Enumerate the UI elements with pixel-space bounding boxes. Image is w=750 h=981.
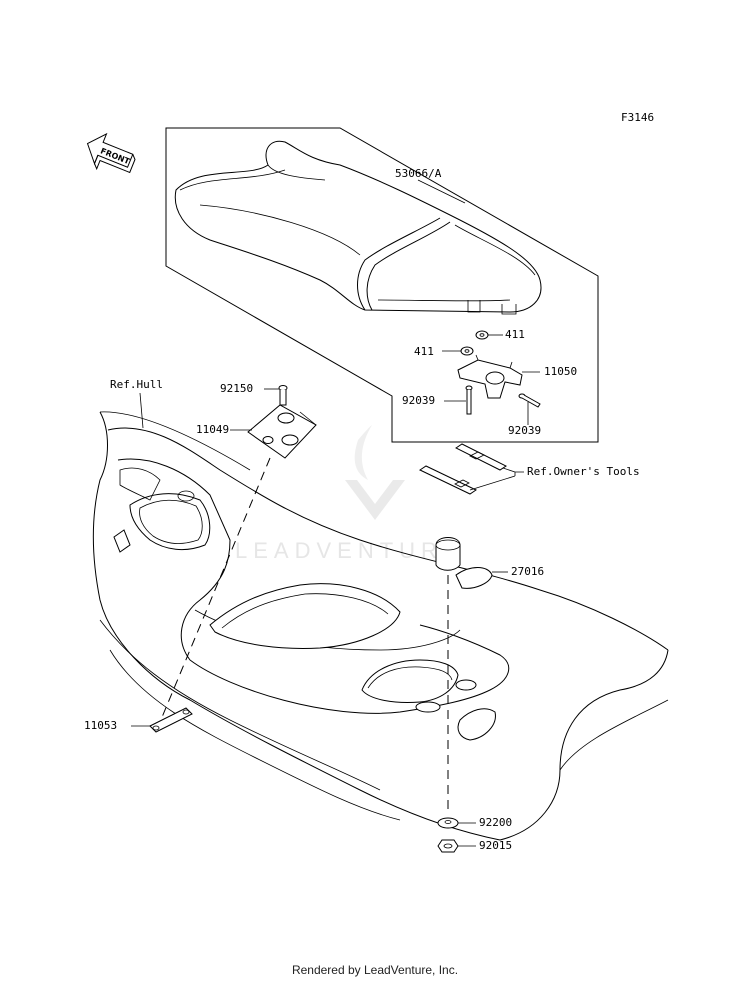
- washer-92200: [437, 817, 459, 829]
- seat-drawing: [174, 140, 542, 315]
- callout-bolt-plate: 92150: [220, 382, 253, 395]
- cap-27016: [435, 537, 493, 589]
- callout-plate: 11049: [196, 423, 229, 436]
- bolt-92039-right: [518, 393, 541, 408]
- callout-hull: Ref.Hull: [110, 378, 163, 391]
- callout-washer-left: 411: [414, 345, 434, 358]
- washer-top: [475, 330, 489, 340]
- seat-frame-outline: [165, 127, 599, 443]
- diagram-code: F3146: [621, 111, 654, 124]
- callout-washer-bottom: 92200: [479, 816, 512, 829]
- nut-92015: [437, 839, 459, 853]
- callout-nut-bottom: 92015: [479, 839, 512, 852]
- front-arrow-icon: FRONT: [86, 132, 136, 174]
- dashed-leader-plate: [159, 457, 271, 723]
- callout-bracket: 11050: [544, 365, 577, 378]
- owners-tools-straps: [418, 443, 507, 495]
- bracket-11050: [457, 354, 523, 399]
- watermark-logo: [345, 425, 405, 520]
- plate-11049: [247, 404, 317, 459]
- washer-left: [460, 346, 474, 356]
- strap-11053: [149, 707, 193, 733]
- hull-drawing: [92, 411, 669, 841]
- callout-owners-tools: Ref.Owner's Tools: [527, 465, 640, 478]
- callout-bolt-right: 92039: [508, 424, 541, 437]
- callout-seat: 53066/A: [395, 167, 442, 180]
- callout-cap: 27016: [511, 565, 544, 578]
- bolt-92039-left: [465, 385, 473, 415]
- bolt-92150: [278, 385, 288, 406]
- callout-strap: 11053: [84, 719, 117, 732]
- footer-credit: Rendered by LeadVenture, Inc.: [292, 963, 458, 977]
- callout-bolt-left: 92039: [402, 394, 435, 407]
- watermark-text: LEADVENTURE: [235, 538, 464, 563]
- leader-seat: [417, 179, 466, 204]
- callout-washer-top: 411: [505, 328, 525, 341]
